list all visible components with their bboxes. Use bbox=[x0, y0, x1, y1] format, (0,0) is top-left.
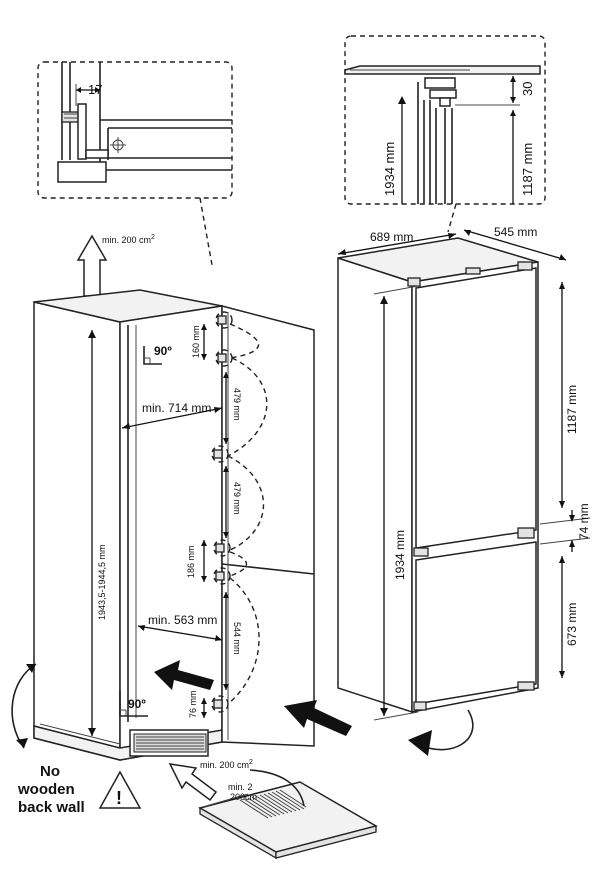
plinth-grille-detail: min. 2 200cm bbox=[198, 769, 378, 860]
hinge-gap-1: 160 mm bbox=[191, 325, 201, 358]
warning-line-1: No bbox=[40, 763, 60, 780]
hinge-gap-3: 479 mm bbox=[232, 482, 242, 515]
detail-height-total: 1934 mm bbox=[382, 142, 397, 196]
bottom-vent-label: min. 200 cm2 bbox=[200, 759, 253, 770]
bottom-vent-arrow: min. 200 cm2 bbox=[168, 759, 253, 802]
top-vent-arrow: min. 200 cm2 bbox=[76, 234, 155, 297]
insert-arrow-right bbox=[284, 700, 352, 736]
hinge-positions bbox=[211, 311, 268, 713]
hinge-gap-4: 186 mm bbox=[186, 545, 196, 578]
depth-lower-label: min. 563 mm bbox=[148, 613, 217, 627]
grille-slats bbox=[239, 789, 307, 819]
hinge-dimensions: 160 mm 479 mm 479 mm 186 mm 544 mm 76 mm bbox=[186, 324, 242, 718]
fridge-depth-label: 545 mm bbox=[494, 225, 537, 239]
detail-height-upper: 1187 mm bbox=[520, 143, 535, 196]
fridge-gap-label: 74 mm bbox=[577, 503, 591, 540]
insert-arrow-left bbox=[154, 660, 214, 690]
cabinet-height-label: 1943,5-1944,5 mm bbox=[97, 544, 107, 620]
detail-gap-label: 17 bbox=[88, 82, 102, 97]
angle-top-label: 90º bbox=[154, 344, 172, 358]
detail-top-gap: 30 bbox=[520, 82, 535, 96]
top-vent-label: min. 200 cm2 bbox=[102, 234, 155, 245]
plinth-min-label: min. 2 bbox=[228, 782, 253, 792]
fridge-height-lower: 673 mm bbox=[565, 603, 579, 646]
top-gap-detail-box: 1934 mm 30 1187 mm bbox=[344, 35, 546, 233]
hinge-gap-6: 76 mm bbox=[188, 690, 198, 718]
hinge-detail-box: 17 bbox=[37, 61, 233, 266]
hinge-gap-5: 544 mm bbox=[232, 622, 242, 655]
fridge-height-upper: 1187 mm bbox=[565, 385, 579, 434]
fridge-height-total: 1934 mm bbox=[393, 530, 407, 580]
depth-upper-label: min. 714 mm bbox=[142, 401, 211, 415]
no-wooden-back-wall-warning: No wooden back wall ! bbox=[11, 663, 142, 816]
warning-line-3: back wall bbox=[18, 799, 85, 816]
hinge-gap-2: 479 mm bbox=[232, 388, 242, 421]
angle-bottom-label: 90º bbox=[128, 697, 146, 711]
plinth-vent-grille bbox=[133, 733, 207, 753]
exclamation-icon: ! bbox=[116, 788, 122, 808]
cabinet: min. 200 cm2 1943,5-1944,5 m bbox=[33, 234, 352, 802]
fridge: 689 mm 545 mm 1934 mm 1187 mm 74 mm 673 … bbox=[337, 225, 591, 756]
rotate-arrow-icon bbox=[408, 730, 432, 756]
plinth-area-label: 200cm bbox=[230, 792, 257, 802]
warning-line-2: wooden bbox=[17, 781, 75, 798]
warning-triangle-icon bbox=[98, 770, 142, 809]
fridge-width-label: 689 mm bbox=[370, 230, 413, 244]
